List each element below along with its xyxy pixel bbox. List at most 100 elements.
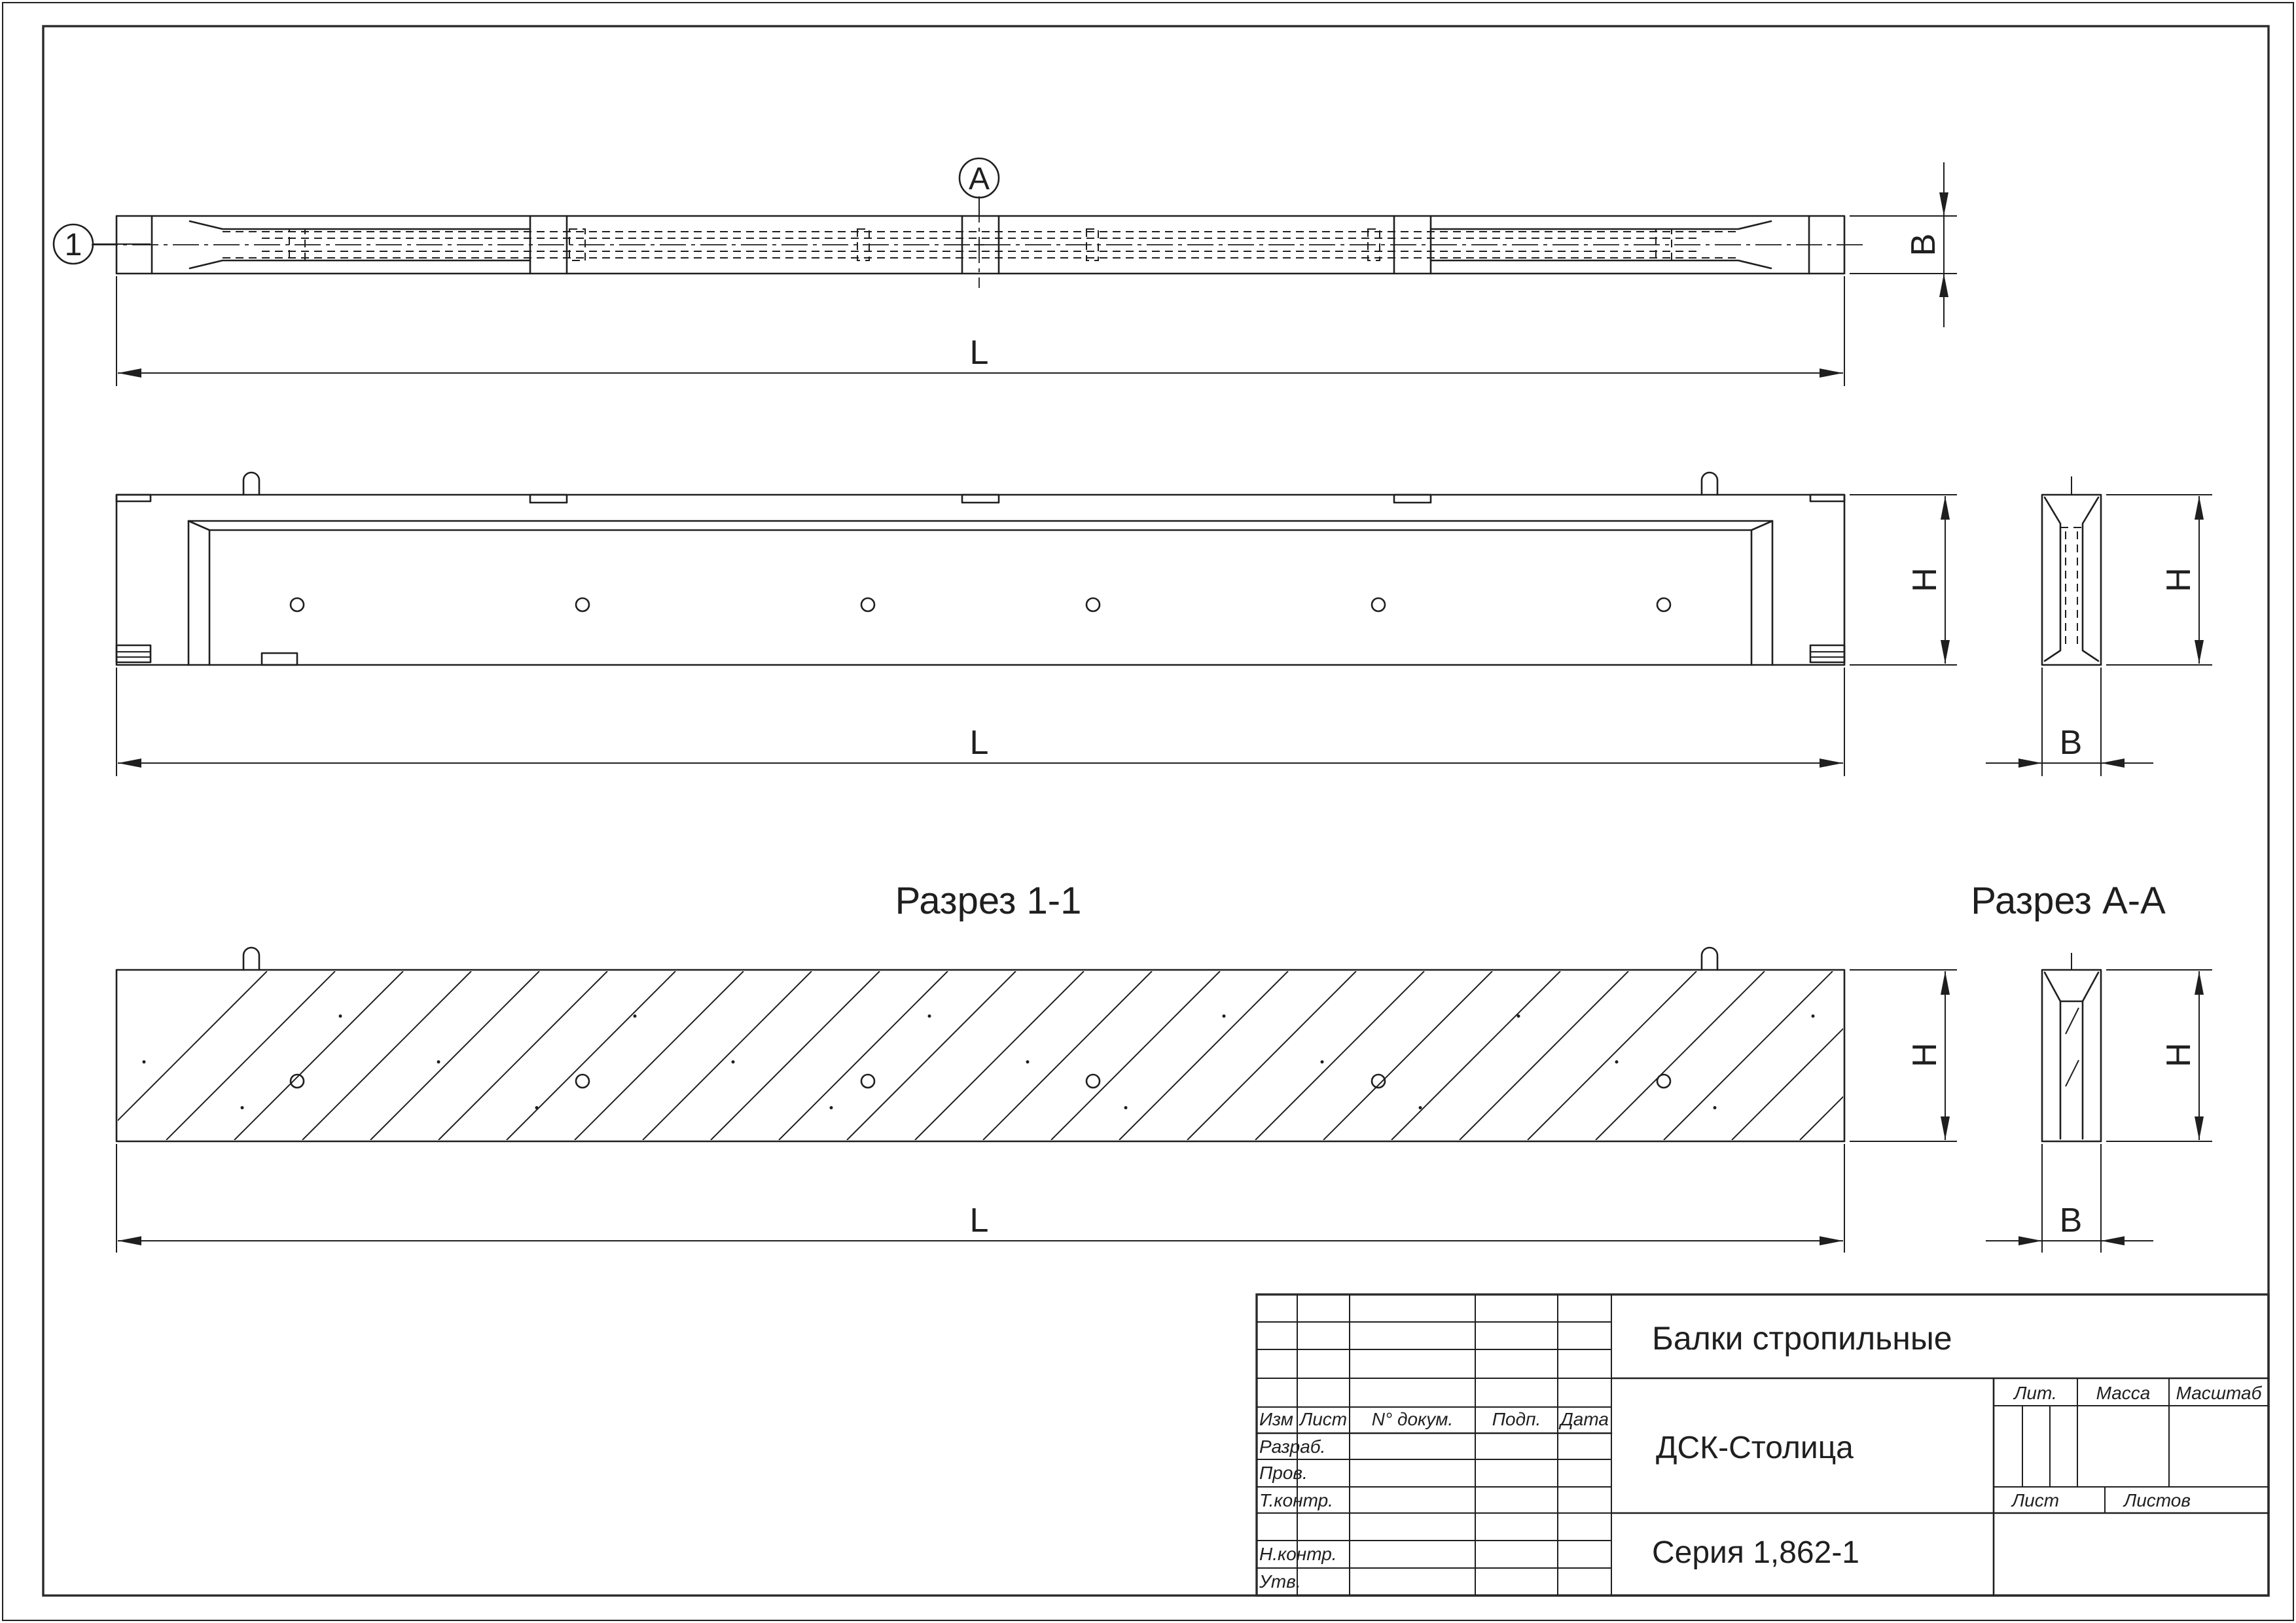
svg-text:H: H	[1906, 567, 1944, 592]
aggregate-dot	[927, 1014, 931, 1018]
tb-cell-lit: Лит.	[2013, 1383, 2057, 1403]
tb-cell-massa: Масса	[2096, 1383, 2151, 1403]
aggregate-dot	[1811, 1014, 1815, 1018]
svg-text:A: A	[969, 162, 990, 196]
svg-text:B: B	[1905, 234, 1943, 257]
hatch-line	[1459, 971, 1629, 1140]
elevation-view	[115, 471, 1846, 666]
tb-cell-sheets: Листов	[2123, 1490, 2191, 1510]
hatch-line	[506, 971, 676, 1140]
hatch-line	[2004, 971, 2173, 1140]
svg-text:H: H	[2160, 567, 2198, 592]
tb-role-nkontr: Н.контр.	[1259, 1544, 1337, 1564]
hatch-line	[710, 971, 880, 1140]
hatch-line	[1936, 971, 2105, 1140]
aggregate-dot	[338, 1014, 342, 1018]
tb-organization: ДСК-Столица	[1656, 1431, 1854, 1465]
aggregate-dot	[240, 1106, 244, 1110]
tb-header-sign: Подп.	[1492, 1409, 1541, 1429]
aggregate-dot	[633, 1014, 637, 1018]
section-a-a-width-dimension: B	[1986, 1144, 2153, 1253]
elevation-hole	[860, 597, 876, 613]
elevation-hole	[1085, 597, 1101, 613]
tb-cell-sheet: Лист	[2011, 1490, 2059, 1510]
aggregate-dot	[731, 1060, 735, 1064]
plan-length-dimension: L	[116, 276, 1845, 386]
svg-text:B: B	[2060, 724, 2083, 762]
section-1-1-title: Разрез 1-1	[895, 880, 1082, 922]
hatch-line	[846, 971, 1016, 1140]
hatch-line	[642, 971, 812, 1140]
aggregate-dot	[1320, 1060, 1324, 1064]
title-block: Изм Лист N° докум. Подп. Дата Разраб. Пр…	[1255, 1293, 2270, 1597]
tb-header-izm: Изм	[1259, 1409, 1293, 1429]
drawing-frame	[42, 25, 2270, 1597]
section-1-1-length-dimension: L	[116, 1144, 1845, 1253]
hatch-line	[438, 971, 608, 1140]
aggregate-dot	[1615, 1060, 1619, 1064]
aggregate-dot	[1026, 1060, 1030, 1064]
hatch-line	[778, 971, 948, 1140]
section-a-a-view	[2041, 953, 2102, 1143]
tb-role-utv: Утв.	[1259, 1571, 1301, 1592]
hatch-line	[982, 971, 1153, 1140]
aggregate-dot	[829, 1106, 833, 1110]
elevation-hole	[575, 597, 590, 613]
plan-width-dimension: B	[1850, 162, 1957, 327]
hatch-line	[914, 971, 1085, 1140]
elevation-hole	[289, 597, 305, 613]
hatch-line	[574, 971, 744, 1140]
end-width-dimension: B	[1986, 668, 2153, 776]
svg-text:B: B	[2060, 1202, 2083, 1240]
tb-header-list: Лист	[1299, 1409, 1347, 1429]
hatch-line	[1323, 971, 1493, 1140]
hatch-line	[1050, 971, 1221, 1140]
section-a-a-title: Разрез А-А	[1971, 880, 2166, 922]
elevation-height-dimension: H	[1850, 494, 1957, 666]
tb-role-tkontr: Т.контр.	[1259, 1490, 1333, 1510]
hatch-line	[234, 971, 404, 1140]
tb-product-name: Балки стропильные	[1652, 1320, 1952, 1357]
hatch-line	[1731, 1027, 1843, 1140]
tb-role-razrab: Разраб.	[1259, 1436, 1325, 1457]
section-a-callout: A	[958, 157, 1000, 217]
hatch-line	[1119, 971, 1289, 1140]
hatch-line	[118, 971, 268, 1122]
end-height-dimension: H	[2106, 494, 2212, 666]
hatch-line	[1868, 971, 2037, 1140]
end-view	[2041, 476, 2102, 666]
elevation-hole	[1656, 597, 1672, 613]
section-1-1-height-dimension: H	[1850, 969, 1957, 1142]
elevation-hole	[1371, 597, 1386, 613]
hatch-line	[1391, 971, 1561, 1140]
hatch-line	[1255, 971, 1425, 1140]
hatch-line	[166, 971, 336, 1140]
hatch-line	[302, 971, 472, 1140]
tb-header-date: Дата	[1558, 1409, 1609, 1429]
tb-cell-masshtab: Масштаб	[2176, 1383, 2263, 1403]
hatch-line	[370, 971, 540, 1140]
hatch-line	[1799, 1096, 1843, 1140]
tb-series: Серия 1,862-1	[1652, 1535, 1859, 1570]
aggregate-dot	[142, 1060, 146, 1064]
hatch-line	[1187, 971, 1357, 1140]
aggregate-dot	[1124, 1106, 1128, 1110]
hatch-line	[1663, 971, 1833, 1140]
section-a-a-height-dimension: H	[2106, 969, 2212, 1142]
section-1-1-view	[115, 946, 2173, 1143]
section-1-callout: 1	[52, 223, 151, 265]
aggregate-dot	[1516, 1014, 1520, 1018]
svg-text:L: L	[970, 1202, 989, 1240]
svg-text:H: H	[2160, 1043, 2198, 1067]
svg-text:L: L	[970, 724, 989, 762]
aggregate-dot	[1222, 1014, 1226, 1018]
aggregate-dot	[535, 1106, 539, 1110]
hatch-line	[1527, 971, 1697, 1140]
hatch-line	[1595, 971, 1765, 1140]
section-1-1-hatching	[118, 971, 2173, 1140]
aggregate-dot	[1418, 1106, 1422, 1110]
svg-text:1: 1	[65, 228, 82, 262]
aggregate-dot	[1713, 1106, 1717, 1110]
